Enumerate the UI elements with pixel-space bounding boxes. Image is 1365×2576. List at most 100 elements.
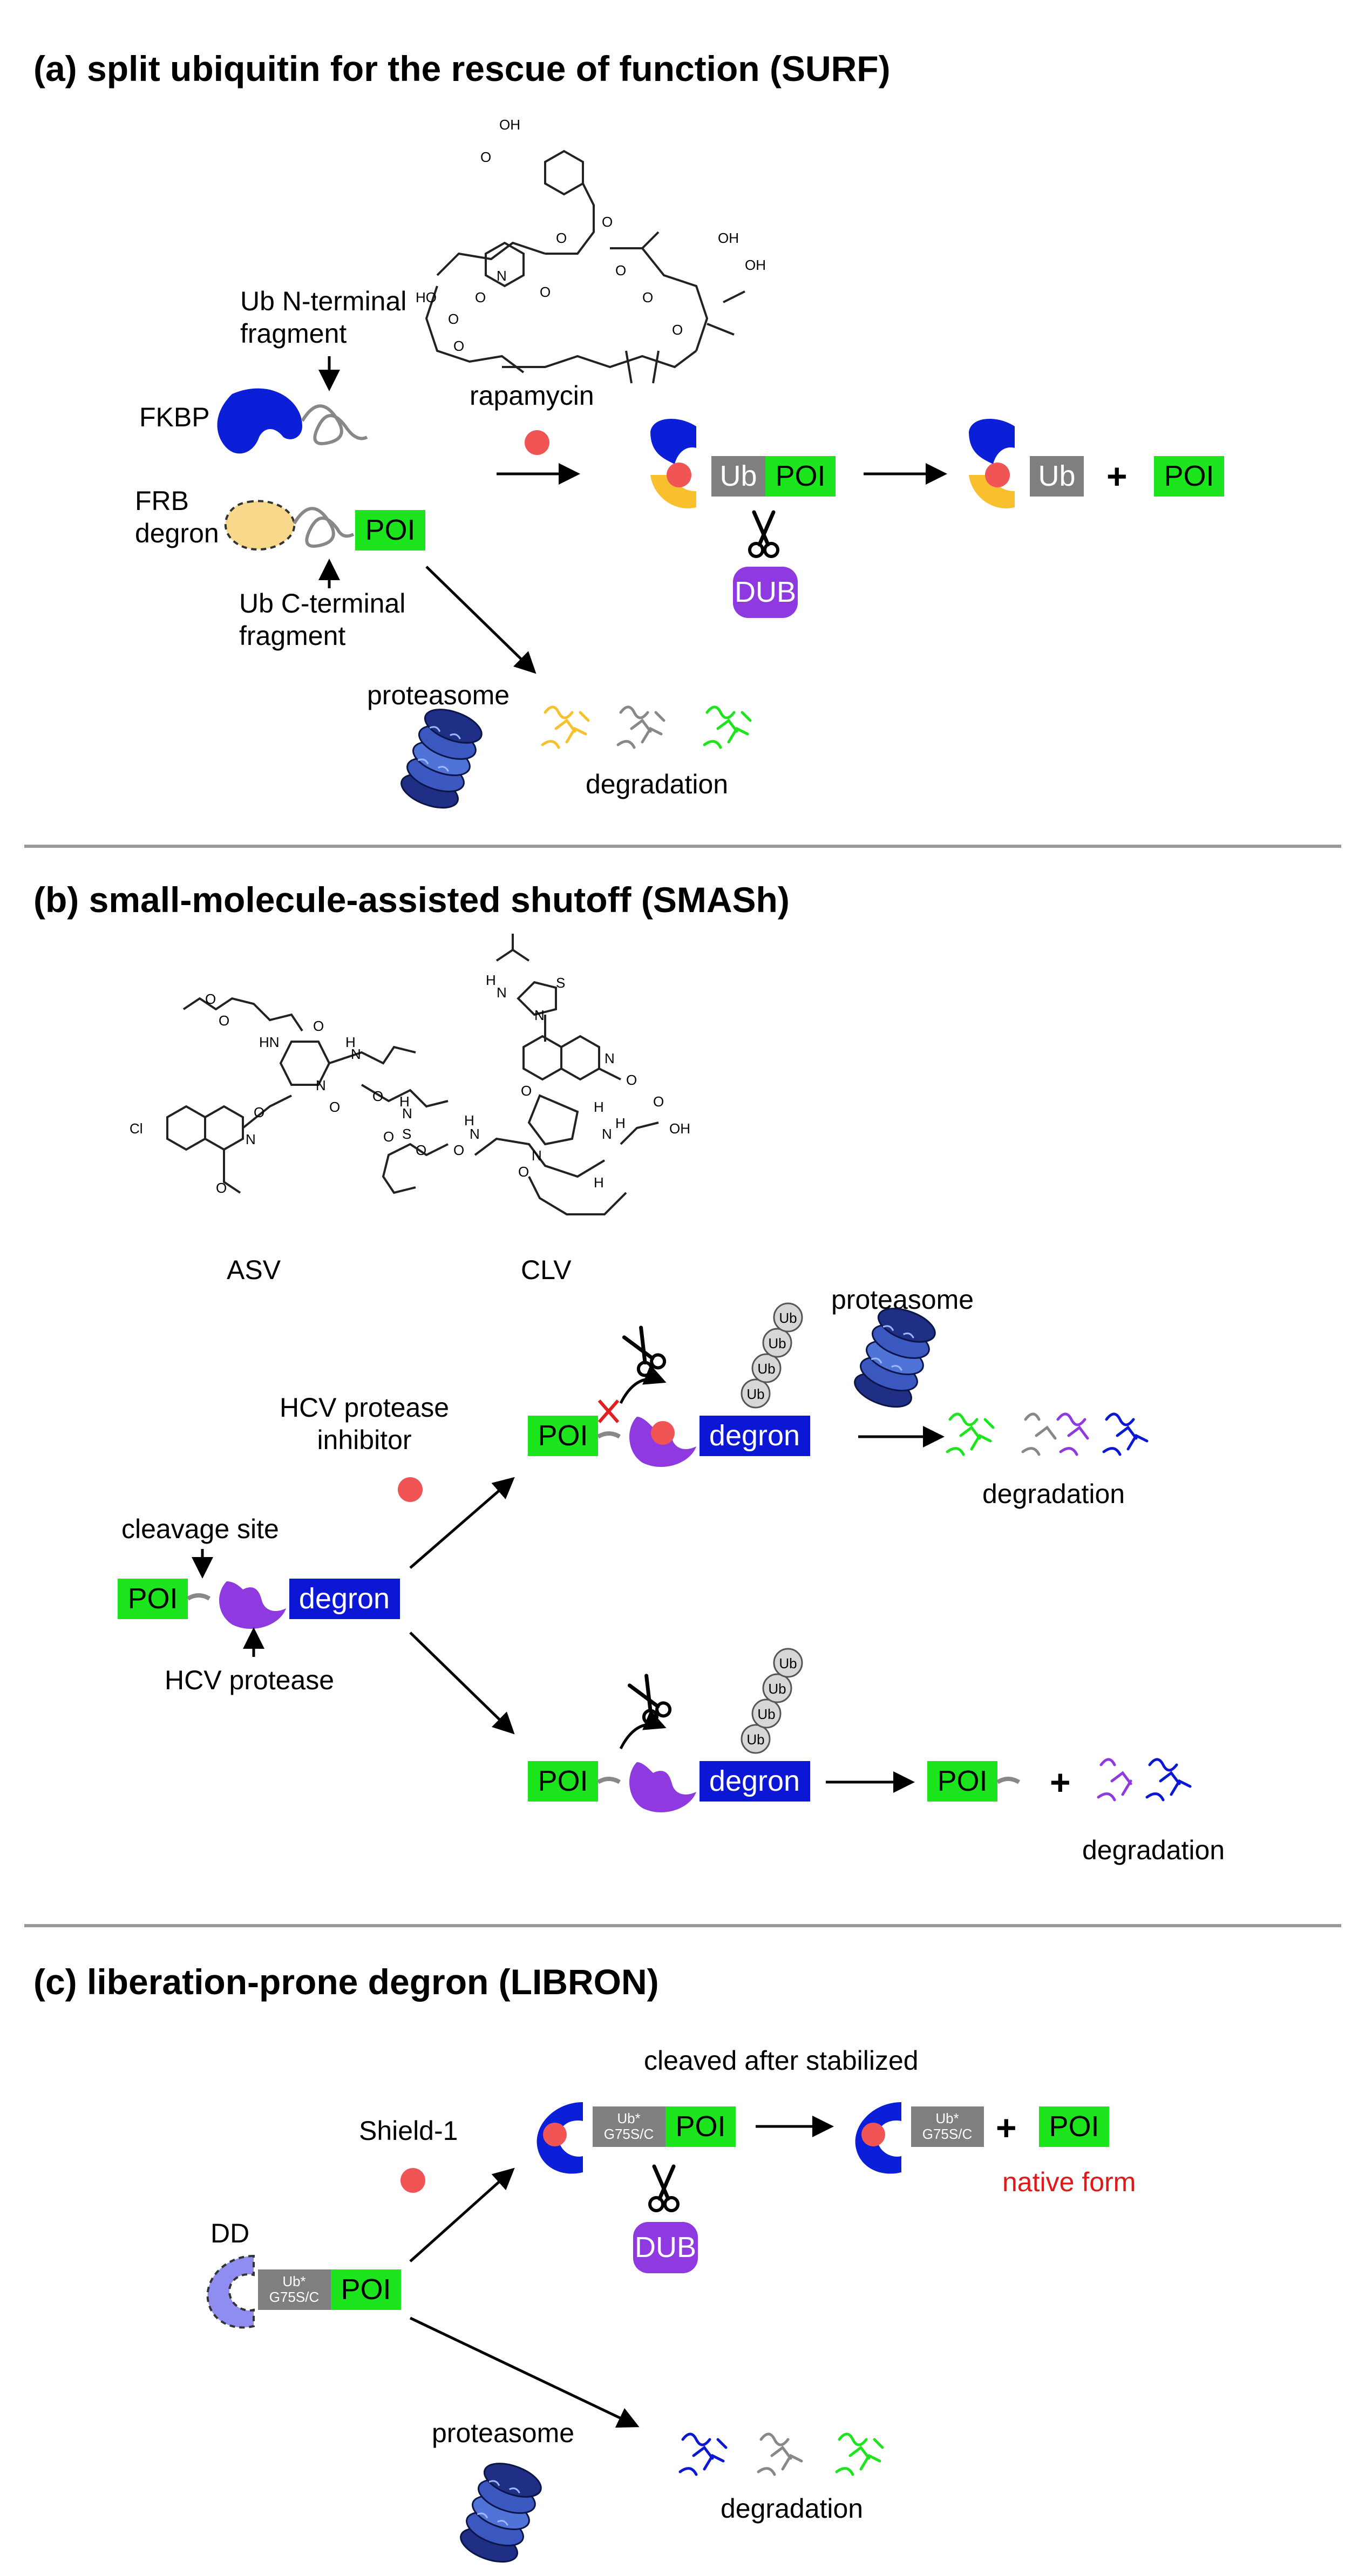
plus-sign: +	[996, 2108, 1017, 2147]
ub-c-fragment-coil	[293, 507, 355, 548]
degron-label: degron	[299, 1582, 390, 1615]
arrow-to-inhibited	[409, 1477, 515, 1569]
ub-label: Ub	[719, 460, 757, 492]
dd-label: DD	[210, 2218, 249, 2248]
degron-box	[700, 1416, 810, 1456]
degradation-label: degradation	[982, 1479, 1125, 1509]
chem-label: O	[219, 1012, 229, 1029]
proteasome-icon	[455, 2456, 546, 2570]
panel-a-title: (a) split ubiquitin for the rescue of fu…	[33, 49, 891, 89]
plus-sign: +	[1106, 456, 1128, 496]
chem-label: H	[615, 1115, 626, 1131]
degradation-label: degradation	[721, 2493, 863, 2524]
hcv-protease-shape	[219, 1581, 286, 1629]
frb-shape	[969, 475, 1015, 508]
red-cross-icon	[597, 1399, 620, 1423]
chem-label: O	[329, 1099, 340, 1115]
poi-label: POI	[937, 1765, 987, 1797]
degron-box	[289, 1579, 400, 1619]
chem-label: O	[313, 1018, 324, 1034]
poi-box	[331, 2269, 401, 2310]
arrow-to-stabilized	[409, 2167, 515, 2262]
ub-label: Ub	[1038, 460, 1075, 492]
ub-star-label: Ub*	[282, 2273, 305, 2289]
chem-label: H	[464, 1112, 474, 1129]
clv-label: CLV	[521, 1255, 572, 1285]
ub-star-box	[258, 2269, 331, 2310]
poi-label: POI	[538, 1765, 588, 1797]
ub-bead-label: Ub	[768, 1335, 786, 1351]
chem-label: O	[205, 991, 216, 1007]
rapamycin-molecule	[667, 463, 691, 487]
chem-label: O	[602, 214, 613, 230]
dd-shape	[855, 2102, 901, 2174]
hcv-inhibitor-label-line2: inhibitor	[317, 1425, 411, 1455]
ub-c-terminal-label-line2: fragment	[239, 621, 345, 651]
proteasome-icon	[396, 702, 487, 815]
shield1-molecule	[861, 2123, 885, 2146]
degron-label: degron	[709, 1419, 800, 1452]
chem-label: OH	[669, 1120, 690, 1137]
poi-box	[528, 1761, 598, 1802]
ub-bead-label: Ub	[746, 1386, 764, 1402]
cleavage-site-label: cleavage site	[121, 1514, 279, 1544]
poi-label: POI	[1164, 460, 1214, 492]
ub-n-terminal-label-line2: fragment	[240, 318, 347, 349]
chem-label: OH	[718, 230, 739, 246]
frb-degron-shape	[224, 500, 296, 551]
clv-structure	[382, 934, 659, 1215]
poi-label: POI	[775, 460, 825, 492]
hcv-inhibitor-label-line1: HCV protease	[280, 1392, 449, 1423]
complex-after-cleavage: Ub	[969, 419, 1084, 508]
poi-box	[765, 456, 836, 497]
ubiquitin-chain: Ub Ub Ub Ub	[741, 1648, 803, 1754]
linker	[996, 1777, 1021, 1784]
dub-label: DUB	[635, 2231, 696, 2264]
chem-label: O	[453, 1142, 464, 1158]
panel-c: (c) liberation-prone degron (LIBRON) cle…	[33, 1962, 1136, 2570]
panel-a: (a) split ubiquitin for the rescue of fu…	[33, 49, 1224, 815]
arrow-to-cleaved	[409, 1632, 515, 1735]
chem-label: H	[594, 1174, 604, 1191]
frb-degron-label-line1: FRB	[135, 486, 189, 516]
ub-star-box	[593, 2106, 665, 2147]
rapamycin-atom-labels: OH O O N O O O OH HO O O O O OH O	[416, 117, 766, 354]
ternary-complex-uncleaved: Ub POI	[650, 419, 836, 508]
cleaved-after-stabilized-label: cleaved after stabilized	[644, 2045, 919, 2076]
ub-bead-label: Ub	[779, 1310, 797, 1326]
chem-label: N	[402, 1105, 412, 1122]
poi-box	[528, 1416, 598, 1456]
chem-label: O	[254, 1104, 264, 1120]
mutation-label: G75S/C	[269, 2289, 320, 2305]
scissors-icon	[750, 512, 778, 556]
ub-c-terminal-label-line1: Ub C-terminal	[239, 588, 405, 618]
degron-label: degron	[709, 1765, 800, 1797]
chem-label: Cl	[130, 1120, 143, 1137]
asv-label: ASV	[227, 1255, 281, 1285]
frb-shape	[650, 475, 696, 508]
linker	[596, 1431, 621, 1439]
ub-box	[1030, 456, 1084, 497]
poi-box	[118, 1579, 188, 1619]
dub-label: DUB	[735, 576, 796, 608]
inhibitor-molecule	[398, 1477, 423, 1502]
ub-bead-label: Ub	[779, 1655, 797, 1671]
chem-label: S	[556, 975, 565, 991]
panel-c-title: (c) liberation-prone degron (LIBRON)	[33, 1962, 659, 2002]
inhibited-construct: POI degron Ub Ub Ub Ub	[528, 1302, 810, 1467]
chem-label: O	[615, 262, 626, 278]
chem-label: N	[602, 1126, 612, 1142]
mutation-label: G75S/C	[604, 2126, 654, 2142]
hcv-protease-shape	[629, 1762, 696, 1813]
chem-label: O	[540, 284, 551, 300]
poi-box	[665, 2106, 736, 2147]
chem-label: O	[642, 289, 653, 305]
ub-star-box	[911, 2106, 984, 2147]
inhibitor-molecule	[651, 1421, 675, 1445]
frb-degron-label-line2: degron	[135, 518, 219, 548]
rapamycin-label: rapamycin	[470, 380, 594, 411]
arrow-degradation	[409, 2316, 640, 2428]
curved-arrow	[619, 1364, 667, 1404]
chem-label: OH	[499, 117, 520, 133]
panel-b: (b) small-molecule-assisted shutoff (SMA…	[33, 880, 1225, 1865]
